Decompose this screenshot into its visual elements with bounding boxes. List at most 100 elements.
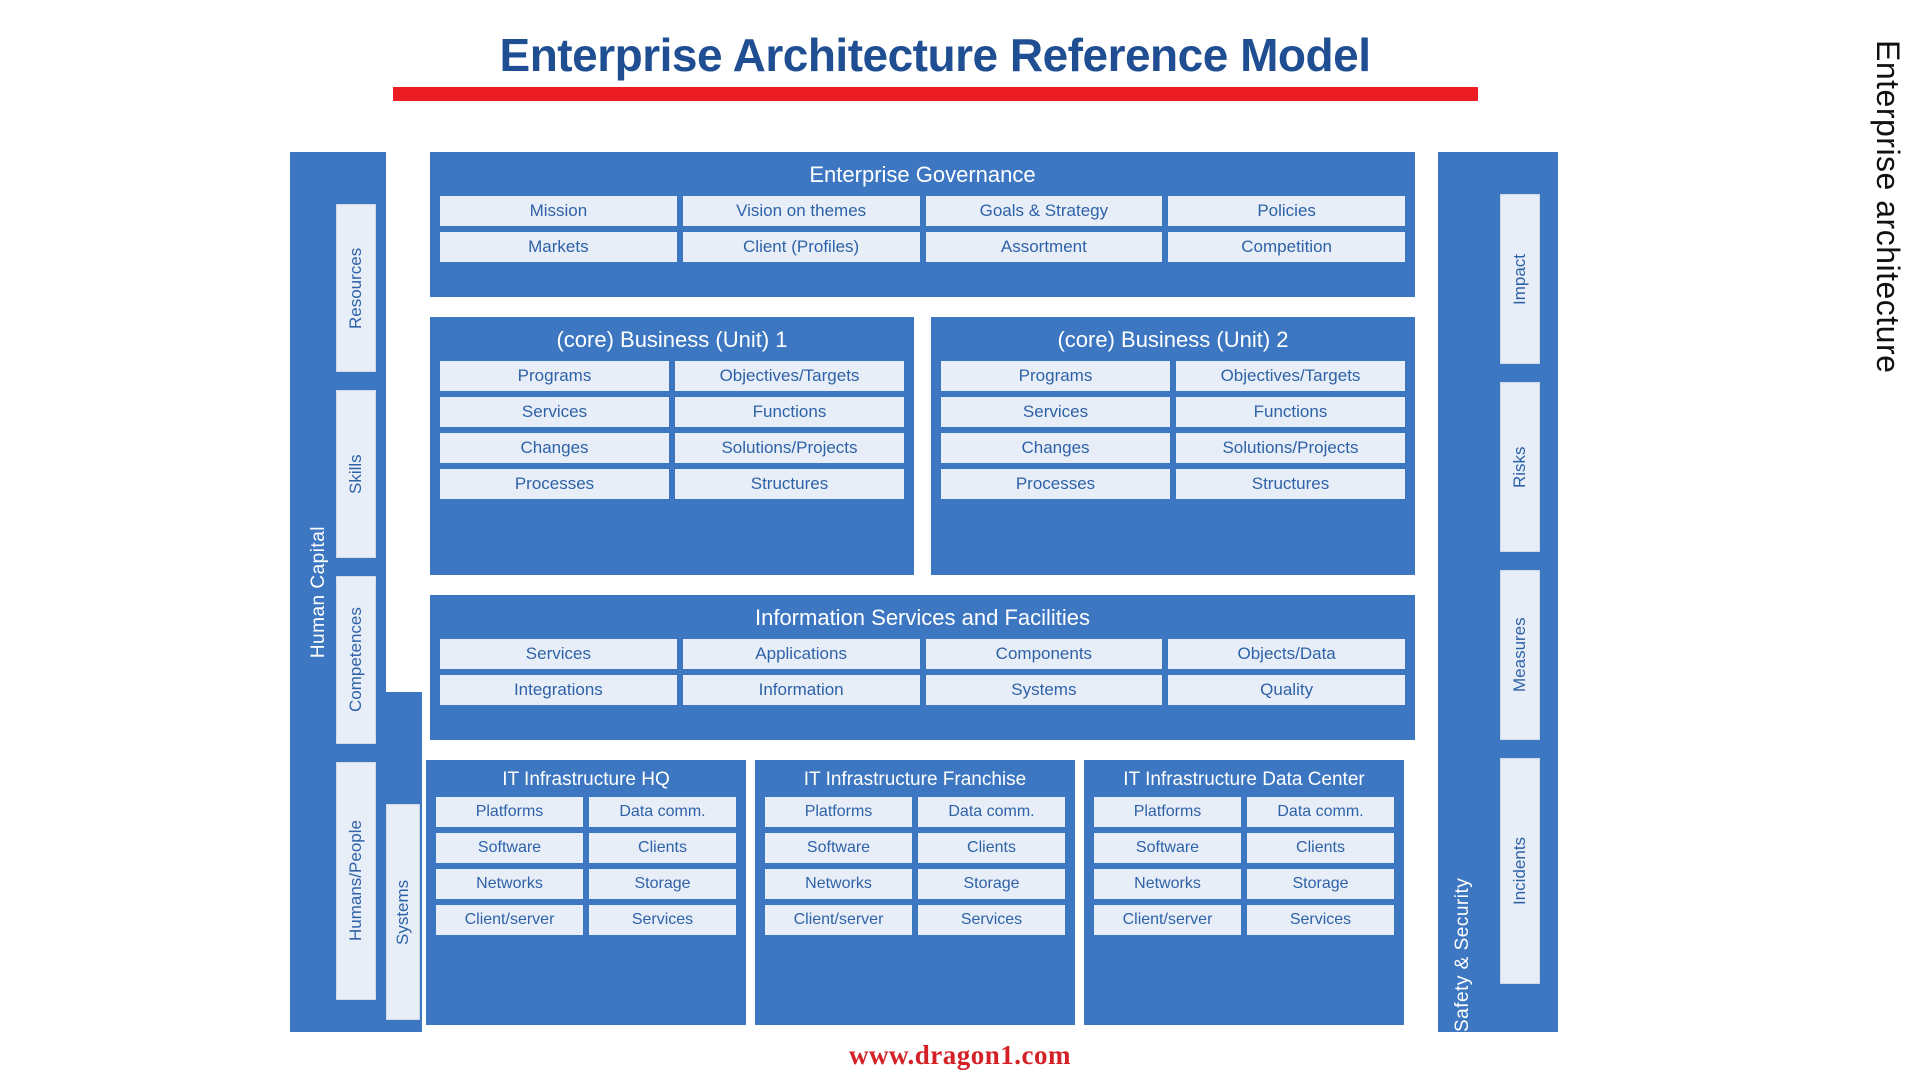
chip-functions[interactable]: Functions bbox=[1176, 397, 1405, 427]
chip-software[interactable]: Software bbox=[1094, 833, 1241, 863]
chip-programs[interactable]: Programs bbox=[440, 361, 669, 391]
chip-services[interactable]: Services bbox=[1247, 905, 1394, 935]
right-vertical-label: Enterprise architecture bbox=[1870, 40, 1906, 374]
chip-processes[interactable]: Processes bbox=[440, 469, 669, 499]
chip-integrations[interactable]: Integrations bbox=[440, 675, 677, 705]
sidebar-item-incidents[interactable]: Incidents bbox=[1500, 758, 1540, 984]
chip-mission[interactable]: Mission bbox=[440, 196, 677, 226]
chip-storage[interactable]: Storage bbox=[1247, 869, 1394, 899]
sidebar-item-label: Impact bbox=[1510, 253, 1529, 305]
chip-solutions-projects[interactable]: Solutions/Projects bbox=[675, 433, 904, 463]
governance-chip-grid: Mission Vision on themes Goals & Strateg… bbox=[430, 196, 1415, 272]
chip-client-server[interactable]: Client/server bbox=[765, 905, 912, 935]
chip-services[interactable]: Services bbox=[440, 397, 669, 427]
information-services-chip-grid: Services Applications Components Objects… bbox=[430, 639, 1415, 715]
chip-client-profiles[interactable]: Client (Profiles) bbox=[682, 232, 920, 262]
group-title-core-business-unit-2: (core) Business (Unit) 2 bbox=[1057, 327, 1289, 352]
chip-objectives-targets[interactable]: Objectives/Targets bbox=[1176, 361, 1405, 391]
sidebar-item-humans-people[interactable]: Humans/People bbox=[336, 762, 376, 1000]
chip-structures[interactable]: Structures bbox=[675, 469, 904, 499]
group-it-infrastructure-hq: IT Infrastructure HQ Platforms Data comm… bbox=[426, 760, 746, 1025]
chip-software[interactable]: Software bbox=[436, 833, 583, 863]
chip-quality[interactable]: Quality bbox=[1168, 675, 1405, 705]
business-unit-1-chip-grid: Programs Objectives/Targets Services Fun… bbox=[430, 361, 914, 509]
chip-data-comm[interactable]: Data comm. bbox=[918, 797, 1065, 827]
sidebar-item-label: Skills bbox=[346, 454, 365, 494]
sidebar-item-skills[interactable]: Skills bbox=[336, 390, 376, 558]
chip-services[interactable]: Services bbox=[941, 397, 1170, 427]
chip-platforms[interactable]: Platforms bbox=[1094, 797, 1241, 827]
sidebar-item-label: Measures bbox=[1510, 617, 1529, 693]
title-underline-rule bbox=[392, 86, 1478, 101]
sidebar-item-label: Competences bbox=[346, 607, 365, 713]
left-sidebar-systems-column: Systems bbox=[382, 692, 422, 1032]
chip-platforms[interactable]: Platforms bbox=[765, 797, 912, 827]
group-core-business-unit-2: (core) Business (Unit) 2 Programs Object… bbox=[931, 317, 1415, 575]
chip-systems[interactable]: Systems bbox=[925, 675, 1163, 705]
sidebar-item-label: Systems bbox=[393, 879, 412, 945]
sidebar-item-measures[interactable]: Measures bbox=[1500, 570, 1540, 740]
sidebar-item-competences[interactable]: Competences bbox=[336, 576, 376, 744]
business-unit-2-chip-grid: Programs Objectives/Targets Services Fun… bbox=[931, 361, 1415, 509]
chip-networks[interactable]: Networks bbox=[436, 869, 583, 899]
chip-structures[interactable]: Structures bbox=[1176, 469, 1405, 499]
group-title-information-services: Information Services and Facilities bbox=[754, 605, 1091, 630]
group-title-enterprise-governance: Enterprise Governance bbox=[809, 162, 1036, 187]
group-it-infrastructure-data-center: IT Infrastructure Data Center Platforms … bbox=[1084, 760, 1404, 1025]
chip-client-server[interactable]: Client/server bbox=[436, 905, 583, 935]
chip-services[interactable]: Services bbox=[918, 905, 1065, 935]
chip-networks[interactable]: Networks bbox=[765, 869, 912, 899]
chip-programs[interactable]: Programs bbox=[941, 361, 1170, 391]
chip-processes[interactable]: Processes bbox=[941, 469, 1170, 499]
chip-networks[interactable]: Networks bbox=[1094, 869, 1241, 899]
chip-clients[interactable]: Clients bbox=[589, 833, 736, 863]
right-sidebar-title: Safety & Security bbox=[1452, 877, 1473, 1032]
chip-markets[interactable]: Markets bbox=[440, 232, 677, 262]
sidebar-item-label: Incidents bbox=[1510, 836, 1529, 906]
group-title-it-infrastructure-hq: IT Infrastructure HQ bbox=[502, 769, 670, 790]
chip-applications[interactable]: Applications bbox=[682, 639, 920, 669]
footer-url[interactable]: www.dragon1.com bbox=[849, 1040, 1071, 1070]
chip-services[interactable]: Services bbox=[440, 639, 677, 669]
sidebar-item-label: Risks bbox=[1510, 446, 1529, 488]
right-sidebar-safety-security: Safety & Security Impact Risks Measures … bbox=[1438, 152, 1558, 1032]
sidebar-item-systems[interactable]: Systems bbox=[386, 804, 420, 1020]
chip-objects-data[interactable]: Objects/Data bbox=[1168, 639, 1405, 669]
page-title: Enterprise Architecture Reference Model bbox=[499, 29, 1371, 81]
chip-clients[interactable]: Clients bbox=[918, 833, 1065, 863]
chip-goals-strategy[interactable]: Goals & Strategy bbox=[925, 196, 1163, 226]
chip-vision-on-themes[interactable]: Vision on themes bbox=[682, 196, 920, 226]
it-hq-chip-grid: Platforms Data comm. Software Clients Ne… bbox=[426, 797, 746, 945]
sidebar-item-risks[interactable]: Risks bbox=[1500, 382, 1540, 552]
sidebar-item-label: Resources bbox=[346, 247, 365, 329]
chip-policies[interactable]: Policies bbox=[1168, 196, 1405, 226]
group-title-core-business-unit-1: (core) Business (Unit) 1 bbox=[556, 327, 788, 352]
group-title-it-infrastructure-data-center: IT Infrastructure Data Center bbox=[1123, 769, 1365, 790]
chip-solutions-projects[interactable]: Solutions/Projects bbox=[1176, 433, 1405, 463]
it-franchise-chip-grid: Platforms Data comm. Software Clients Ne… bbox=[755, 797, 1075, 945]
chip-data-comm[interactable]: Data comm. bbox=[1247, 797, 1394, 827]
enterprise-architecture-diagram: Human Capital Resources Skills Competenc… bbox=[290, 152, 1558, 1032]
sidebar-item-impact[interactable]: Impact bbox=[1500, 194, 1540, 364]
chip-clients[interactable]: Clients bbox=[1247, 833, 1394, 863]
chip-storage[interactable]: Storage bbox=[918, 869, 1065, 899]
left-sidebar-chip-column: Resources Skills Competences Humans/Peop… bbox=[328, 152, 386, 1032]
chip-storage[interactable]: Storage bbox=[589, 869, 736, 899]
it-data-center-chip-grid: Platforms Data comm. Software Clients Ne… bbox=[1084, 797, 1404, 945]
chip-data-comm[interactable]: Data comm. bbox=[589, 797, 736, 827]
chip-services[interactable]: Services bbox=[589, 905, 736, 935]
sidebar-item-resources[interactable]: Resources bbox=[336, 204, 376, 372]
left-sidebar-title: Human Capital bbox=[308, 525, 329, 659]
chip-objectives-targets[interactable]: Objectives/Targets bbox=[675, 361, 904, 391]
group-information-services-and-facilities: Information Services and Facilities Serv… bbox=[430, 595, 1415, 740]
chip-client-server[interactable]: Client/server bbox=[1094, 905, 1241, 935]
chip-changes[interactable]: Changes bbox=[440, 433, 669, 463]
chip-changes[interactable]: Changes bbox=[941, 433, 1170, 463]
chip-functions[interactable]: Functions bbox=[675, 397, 904, 427]
chip-competition[interactable]: Competition bbox=[1168, 232, 1405, 262]
chip-assortment[interactable]: Assortment bbox=[925, 232, 1163, 262]
chip-information[interactable]: Information bbox=[682, 675, 920, 705]
chip-software[interactable]: Software bbox=[765, 833, 912, 863]
chip-platforms[interactable]: Platforms bbox=[436, 797, 583, 827]
chip-components[interactable]: Components bbox=[925, 639, 1163, 669]
